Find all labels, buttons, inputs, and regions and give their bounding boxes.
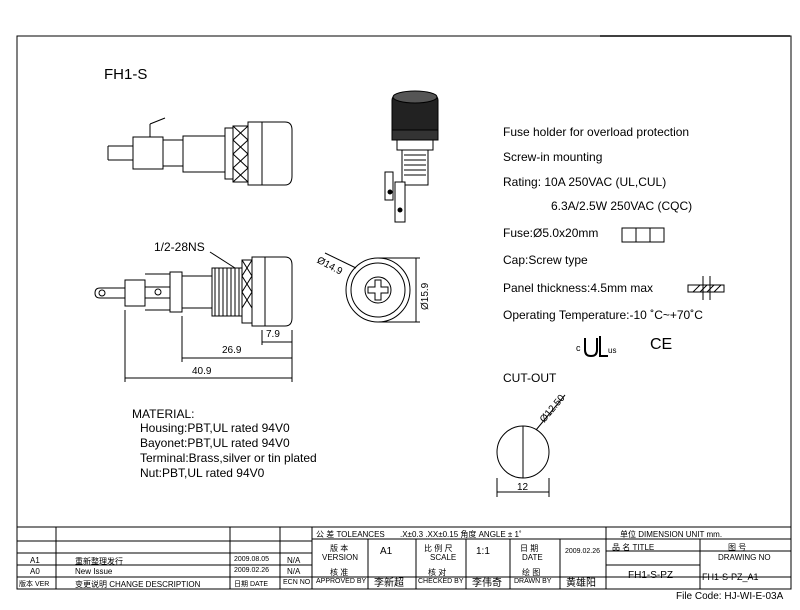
rev-header-date: 日期 DATE xyxy=(234,581,269,588)
approved-label-cn: 核 准 xyxy=(330,568,349,577)
spec-panel-thickness: Panel thickness:4.5mm max xyxy=(503,281,654,295)
rev-row-date: 2009.08.05 xyxy=(234,556,270,563)
part-title: FH1-S xyxy=(104,66,148,83)
title-block-grid xyxy=(16,526,792,590)
rev-header-description: 变更说明 CHANGE DESCRIPTION xyxy=(75,580,201,589)
ce-mark: CE xyxy=(650,336,673,353)
checked-label-cn: 核 对 xyxy=(428,568,447,577)
rev-header-ecn: ECN NO xyxy=(283,579,311,586)
date-label-cn: 日 期 xyxy=(520,544,539,553)
material-housing: Housing:PBT,UL rated 94V0 xyxy=(140,421,290,435)
dimension-unit: 单位 DIMENSION UNIT mm. xyxy=(620,530,723,539)
date-label-en: DATE xyxy=(522,553,543,562)
rev-row-version: A1 xyxy=(30,556,40,565)
side-view-top xyxy=(107,117,293,186)
drawn-label-cn: 绘 图 xyxy=(522,568,541,577)
dim-cutout-width: 12 xyxy=(517,482,529,493)
rev-header-version: 版本 VER xyxy=(19,581,50,588)
spec-cap: Cap:Screw type xyxy=(503,253,588,267)
ul-mark xyxy=(584,336,608,358)
isometric-view xyxy=(384,90,439,223)
rev-row-version: A0 xyxy=(30,567,40,576)
cutout-view xyxy=(496,394,566,497)
spec-description: Fuse holder for overload protection xyxy=(503,125,690,139)
material-nut: Nut:PBT,UL rated 94V0 xyxy=(140,466,265,480)
side-view-dimensioned xyxy=(94,251,293,382)
front-view xyxy=(324,252,420,323)
rev-row-date: 2009.02.26 xyxy=(234,567,270,574)
drawing-no-label-en: DRAWING NO xyxy=(718,553,771,562)
ul-us-label: us xyxy=(608,346,617,355)
file-code: File Code: HJ-WI-E-03A xyxy=(676,591,784,602)
thread-label: 1/2-28NS xyxy=(154,240,205,254)
date-value: 2009.02.26 xyxy=(565,548,601,555)
version-label-en: VERSION xyxy=(322,553,359,562)
dim-269: 26.9 xyxy=(222,345,242,356)
spec-rating-ul: Rating: 10A 250VAC (UL,CUL) xyxy=(503,175,667,189)
spec-operating-temp: Operating Temperature:-10 ˚C~+70˚C xyxy=(503,308,703,322)
dim-79: 7.9 xyxy=(266,329,280,340)
approved-label-en: APPROVED BY xyxy=(316,578,367,585)
rev-row-description: 重新整理发行 xyxy=(75,557,123,566)
version-value: A1 xyxy=(380,546,393,557)
drawn-value: 黄雄阳 xyxy=(566,578,596,589)
spec-fuse: Fuse:Ø5.0x20mm xyxy=(503,226,599,240)
material-terminal: Terminal:Brass,silver or tin plated xyxy=(140,451,317,465)
ul-c-label: c xyxy=(576,343,581,353)
rev-row-ecn: N/A xyxy=(287,567,301,576)
drawing-no-value: FH1-S-PZ_A1 xyxy=(702,572,759,582)
checked-value: 李伟奇 xyxy=(472,578,502,589)
dim-diameter-159: Ø15.9 xyxy=(420,282,431,310)
material-bayonet: Bayonet:PBT,UL rated 94V0 xyxy=(140,436,290,450)
drawing-no-label-cn: 图 号 xyxy=(728,543,747,552)
version-label-cn: 版 本 xyxy=(330,544,349,553)
dim-409: 40.9 xyxy=(192,366,212,377)
rev-row-description: New Issue xyxy=(75,567,113,576)
title-label: 品 名 TITLE xyxy=(612,543,655,552)
approved-value: 李新超 xyxy=(374,578,404,589)
scale-label-en: SCALE xyxy=(430,553,457,562)
cutout-title: CUT-OUT xyxy=(503,371,557,385)
checked-label-en: CHECKED BY xyxy=(418,578,464,585)
title-value: FH1-S-PZ xyxy=(628,570,673,581)
spec-mounting: Screw-in mounting xyxy=(503,150,603,164)
tolerances-value: .X±0.3 .XX±0.15 角度 ANGLE ± 1˚ xyxy=(400,530,522,539)
scale-label-cn: 比 例 尺 xyxy=(424,544,453,553)
drawn-label-en: DRAWN BY xyxy=(514,578,552,585)
spec-rating-cqc: 6.3A/2.5W 250VAC (CQC) xyxy=(551,199,693,213)
scale-value: 1:1 xyxy=(476,546,490,557)
panel-symbol xyxy=(687,276,725,300)
fuse-symbol xyxy=(621,227,665,243)
tolerances-label: 公 差 TOLEANCES xyxy=(316,530,385,539)
material-title: MATERIAL: xyxy=(132,407,195,421)
rev-row-ecn: N/A xyxy=(287,556,301,565)
